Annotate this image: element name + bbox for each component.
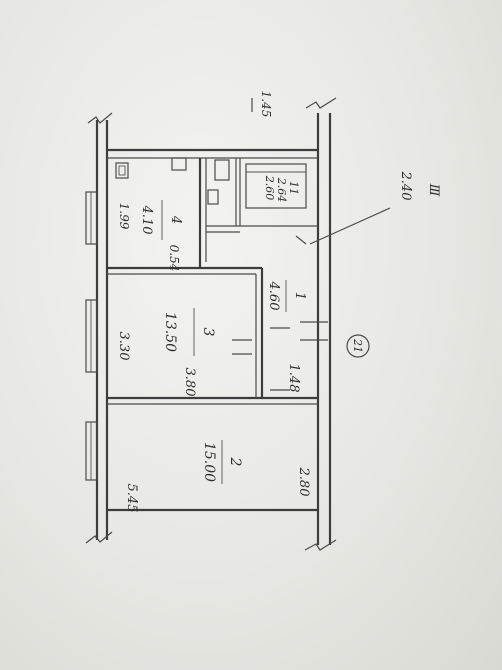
svg-text:4.10: 4.10 bbox=[139, 205, 154, 235]
svg-text:1: 1 bbox=[292, 292, 307, 300]
corner-label: 1.45 bbox=[259, 91, 273, 118]
room-3-label: 3 13.50 bbox=[162, 308, 216, 356]
dim-0-54: 0.54 bbox=[167, 245, 181, 272]
dim-3-80: 3.80 bbox=[182, 368, 197, 397]
svg-text:4.60: 4.60 bbox=[266, 281, 281, 311]
svg-text:2.60: 2.60 bbox=[263, 175, 276, 201]
marker-text: 21 bbox=[351, 338, 364, 353]
svg-text:4: 4 bbox=[168, 215, 183, 224]
svg-text:11: 11 bbox=[287, 181, 300, 195]
callout-value: 2.40 bbox=[398, 171, 413, 201]
room-1-label: 1 4.60 bbox=[266, 280, 307, 312]
door-marks bbox=[232, 235, 328, 391]
dim-1-99: 1.99 bbox=[117, 203, 131, 230]
svg-text:13.50: 13.50 bbox=[162, 312, 178, 352]
room-4-label: 4 4.10 bbox=[139, 200, 183, 240]
svg-text:15.00: 15.00 bbox=[201, 442, 217, 482]
room-2-label: 2 15.00 bbox=[201, 440, 243, 484]
dim-1-48: 1.48 bbox=[286, 364, 301, 393]
dim-3-30: 3.30 bbox=[116, 332, 131, 361]
callout-leader bbox=[309, 207, 391, 245]
fixtures bbox=[115, 157, 307, 209]
marker-circle bbox=[346, 334, 370, 358]
outer-walls bbox=[95, 113, 332, 545]
dim-5-45: 5.45 bbox=[124, 484, 139, 513]
dim-2-80: 2.80 bbox=[296, 467, 311, 497]
windows bbox=[85, 191, 98, 481]
partitions bbox=[107, 158, 318, 405]
room-11-label: 11 2.60 bbox=[263, 175, 300, 201]
break-marks bbox=[85, 97, 337, 551]
callout-mark: Ⅲ bbox=[426, 183, 441, 197]
dim-2-64: 2.64 bbox=[275, 177, 288, 203]
svg-text:2: 2 bbox=[227, 457, 243, 467]
svg-text:3: 3 bbox=[200, 328, 216, 337]
